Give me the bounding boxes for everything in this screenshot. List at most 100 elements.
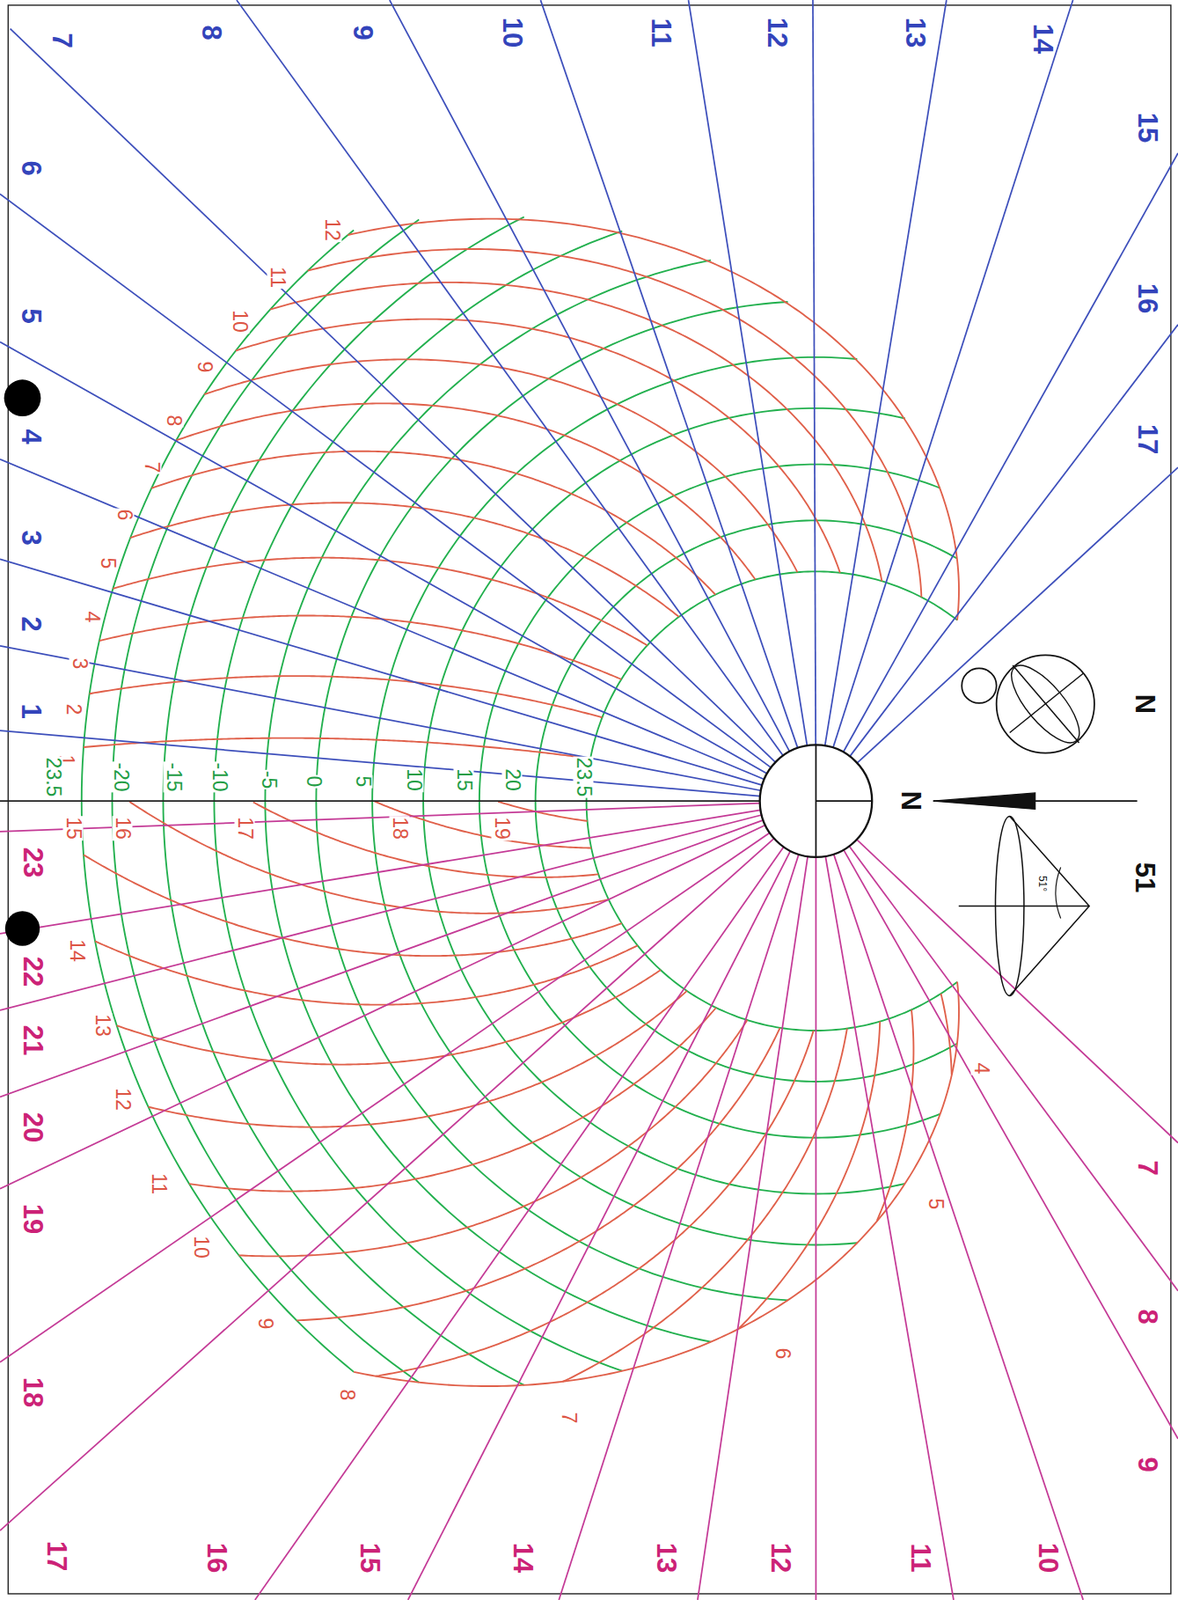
hour-number: 12 (763, 17, 791, 48)
globe-equator (1009, 673, 1083, 732)
hour-number: 14 (1028, 23, 1056, 54)
hour-curve (83, 738, 591, 759)
hour-curve (151, 451, 716, 595)
curve-number: 12 (321, 217, 342, 242)
curve-number: 11 (147, 1171, 169, 1195)
declination-value: -20 (109, 761, 131, 793)
curve-number: 9 (255, 1316, 276, 1330)
hour-line (540, 0, 798, 748)
globe-meridian (1000, 655, 1091, 753)
cone-angle-arc (1055, 867, 1061, 919)
hour-number: 11 (647, 18, 675, 48)
hour-number: 9 (348, 24, 376, 40)
declination-value: 15 (453, 767, 475, 792)
curve-number: 4 (971, 1060, 992, 1075)
declination-value: 23.5 (43, 756, 64, 798)
hour-line (389, 0, 791, 752)
hour-line (0, 341, 768, 773)
hour-curve (374, 801, 593, 849)
hour-line-others (0, 803, 1178, 1600)
declination-arc (372, 800, 857, 1244)
hour-number-alt: 13 (652, 1542, 681, 1573)
hour-number-alt: 20 (19, 1112, 47, 1142)
curve-number: 9 (193, 360, 214, 374)
curve-number: 7 (140, 460, 161, 475)
hour-number-alt: 21 (19, 1024, 47, 1055)
hour-number: 7 (47, 33, 75, 49)
hour-number-alt: 11 (906, 1543, 934, 1573)
hour-curve (238, 1019, 747, 1256)
declination-value: -10 (209, 761, 230, 793)
hour-curve (253, 801, 599, 877)
hour-line (833, 0, 1074, 747)
hour-curve (130, 502, 680, 617)
curve-number: 15 (63, 816, 84, 842)
curve-number: 8 (336, 1387, 358, 1401)
hour-line-other (255, 846, 784, 1600)
hour-number: 17 (1134, 423, 1162, 454)
curve-number: 4 (81, 610, 103, 624)
declination-value: -5 (257, 768, 279, 789)
hour-line (843, 153, 1178, 753)
hour-curve (189, 1007, 717, 1192)
hour-curve (296, 1027, 780, 1321)
hour-line-other (815, 856, 818, 1600)
declination-arc (315, 800, 788, 1300)
hour-number: 8 (197, 24, 225, 40)
declination-value: 23.5 (573, 756, 594, 798)
hour-number-alt: 10 (1033, 1542, 1061, 1573)
hour-line-other (848, 845, 1178, 1290)
curve-number: 19 (491, 816, 513, 842)
hour-curve (941, 993, 952, 1075)
hour-line-other (843, 849, 1178, 1439)
hour-line-other (697, 856, 808, 1600)
curve-number: 2 (63, 702, 84, 716)
curve-number: 3 (69, 656, 90, 670)
hour-number: 15 (1134, 112, 1162, 143)
declination-arc (112, 219, 420, 802)
declination-arc (423, 800, 906, 1193)
hour-line-other (856, 839, 1178, 1143)
hour-number: 2 (16, 616, 44, 632)
hour-number: 6 (16, 160, 44, 176)
hour-number: 1 (16, 702, 44, 718)
declination-value: 5 (351, 775, 373, 789)
declination-arc (213, 231, 622, 802)
declination-arc (81, 800, 354, 1372)
hour-line-other (0, 819, 764, 1097)
hour-line (0, 730, 761, 797)
hour-number-alt: 12 (766, 1542, 794, 1573)
compass-label: N (897, 790, 925, 811)
hour-line (825, 0, 947, 746)
hour-number-alt: 18 (19, 1376, 47, 1407)
hour-line-other (0, 809, 761, 933)
meridian-line (0, 799, 761, 802)
curve-number: 10 (190, 1234, 212, 1259)
declination-arc (264, 260, 711, 802)
compass-label: 51 (1130, 862, 1158, 893)
hour-line (812, 0, 816, 745)
hour-number: 13 (900, 17, 929, 48)
hour-line-other (0, 838, 775, 1530)
hour-number: 4 (16, 429, 44, 445)
hour-number-alt: 7 (1134, 1160, 1162, 1176)
hour-curve (95, 940, 638, 1004)
hour-line (0, 193, 771, 768)
globe (996, 654, 1095, 753)
hour-number-alt: 22 (19, 955, 47, 986)
hour-curve (175, 402, 755, 579)
hour-line (856, 467, 1178, 763)
hour-number-alt: 19 (19, 1203, 47, 1234)
hour-number-alt: 17 (42, 1540, 70, 1571)
curve-number: 18 (389, 816, 410, 842)
north-arrow-head (933, 792, 1036, 810)
declination-arc (535, 800, 958, 1082)
compass-label: N (1130, 694, 1158, 714)
declination-value: 0 (302, 775, 323, 789)
hour-number-alt: 8 (1134, 1308, 1162, 1324)
curve-number: 6 (114, 508, 135, 522)
curve-number: 12 (112, 1086, 133, 1112)
hour-line-other (0, 814, 762, 1010)
